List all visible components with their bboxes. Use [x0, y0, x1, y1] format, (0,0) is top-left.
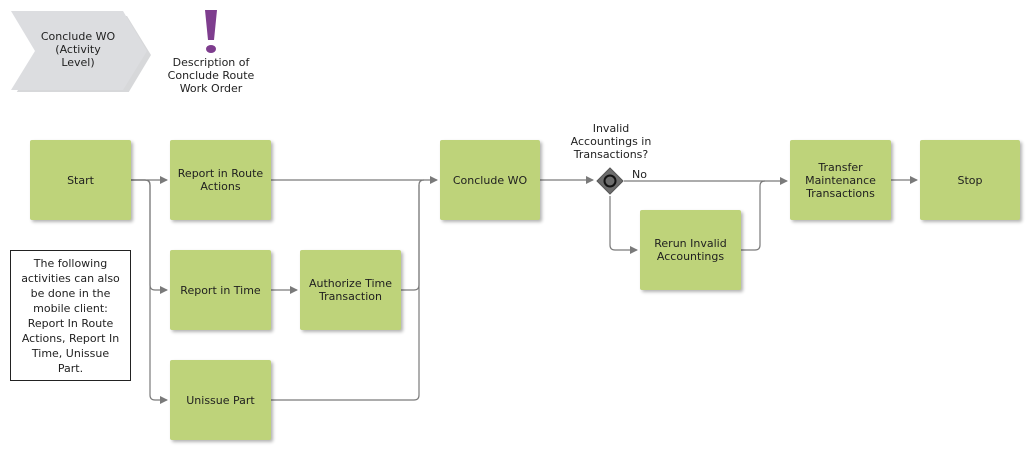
report-time-label: Report in Time [180, 283, 261, 297]
exclamation-icon[interactable] [194, 8, 228, 54]
transfer-maintenance-task[interactable]: Transfer Maintenance Transactions [790, 140, 891, 220]
connector-rerun-to-transfer [741, 180, 766, 251]
start-label: Start [67, 173, 94, 187]
report-route-actions-label: Report in Route Actions [177, 167, 264, 193]
stop-event[interactable]: Stop [920, 140, 1020, 220]
connector-unissue-to-conclude [271, 185, 420, 401]
exclusive-gateway-icon[interactable] [596, 167, 624, 195]
start-event[interactable]: Start [30, 140, 131, 220]
gateway-no-label: No [632, 168, 647, 181]
authorize-time-label: Authorize Time Transaction [308, 277, 393, 303]
unissue-part-task[interactable]: Unissue Part [170, 360, 271, 440]
connector-gateway-to-rerun [609, 196, 638, 254]
description-label[interactable]: Description of Conclude Route Work Order [167, 56, 255, 95]
rerun-invalid-task[interactable]: Rerun Invalid Accountings [640, 210, 741, 290]
unissue-part-label: Unissue Part [186, 393, 255, 407]
gateway-question: Invalid Accountings in Transactions? [570, 122, 652, 161]
activity-level-label: Conclude WO (Activity Level) [40, 30, 116, 69]
mobile-client-note-text: The following activities can also be don… [21, 257, 120, 375]
connector-authorize-to-conclude [401, 179, 425, 291]
connector-start-to-unissue [131, 179, 168, 404]
transfer-maintenance-label: Transfer Maintenance Transactions [805, 160, 876, 200]
stop-label: Stop [957, 173, 983, 187]
conclude-wo-label: Conclude WO [452, 173, 528, 187]
report-time-task[interactable]: Report in Time [170, 250, 271, 330]
mobile-client-note: The following activities can also be don… [10, 250, 131, 381]
report-route-actions-task[interactable]: Report in Route Actions [170, 140, 271, 220]
conclude-wo-task[interactable]: Conclude WO [440, 140, 540, 220]
connector-start-to-report-time [131, 179, 168, 294]
activity-level-chevron [11, 11, 151, 92]
rerun-invalid-label: Rerun Invalid Accountings [654, 237, 727, 263]
authorize-time-task[interactable]: Authorize Time Transaction [300, 250, 401, 330]
